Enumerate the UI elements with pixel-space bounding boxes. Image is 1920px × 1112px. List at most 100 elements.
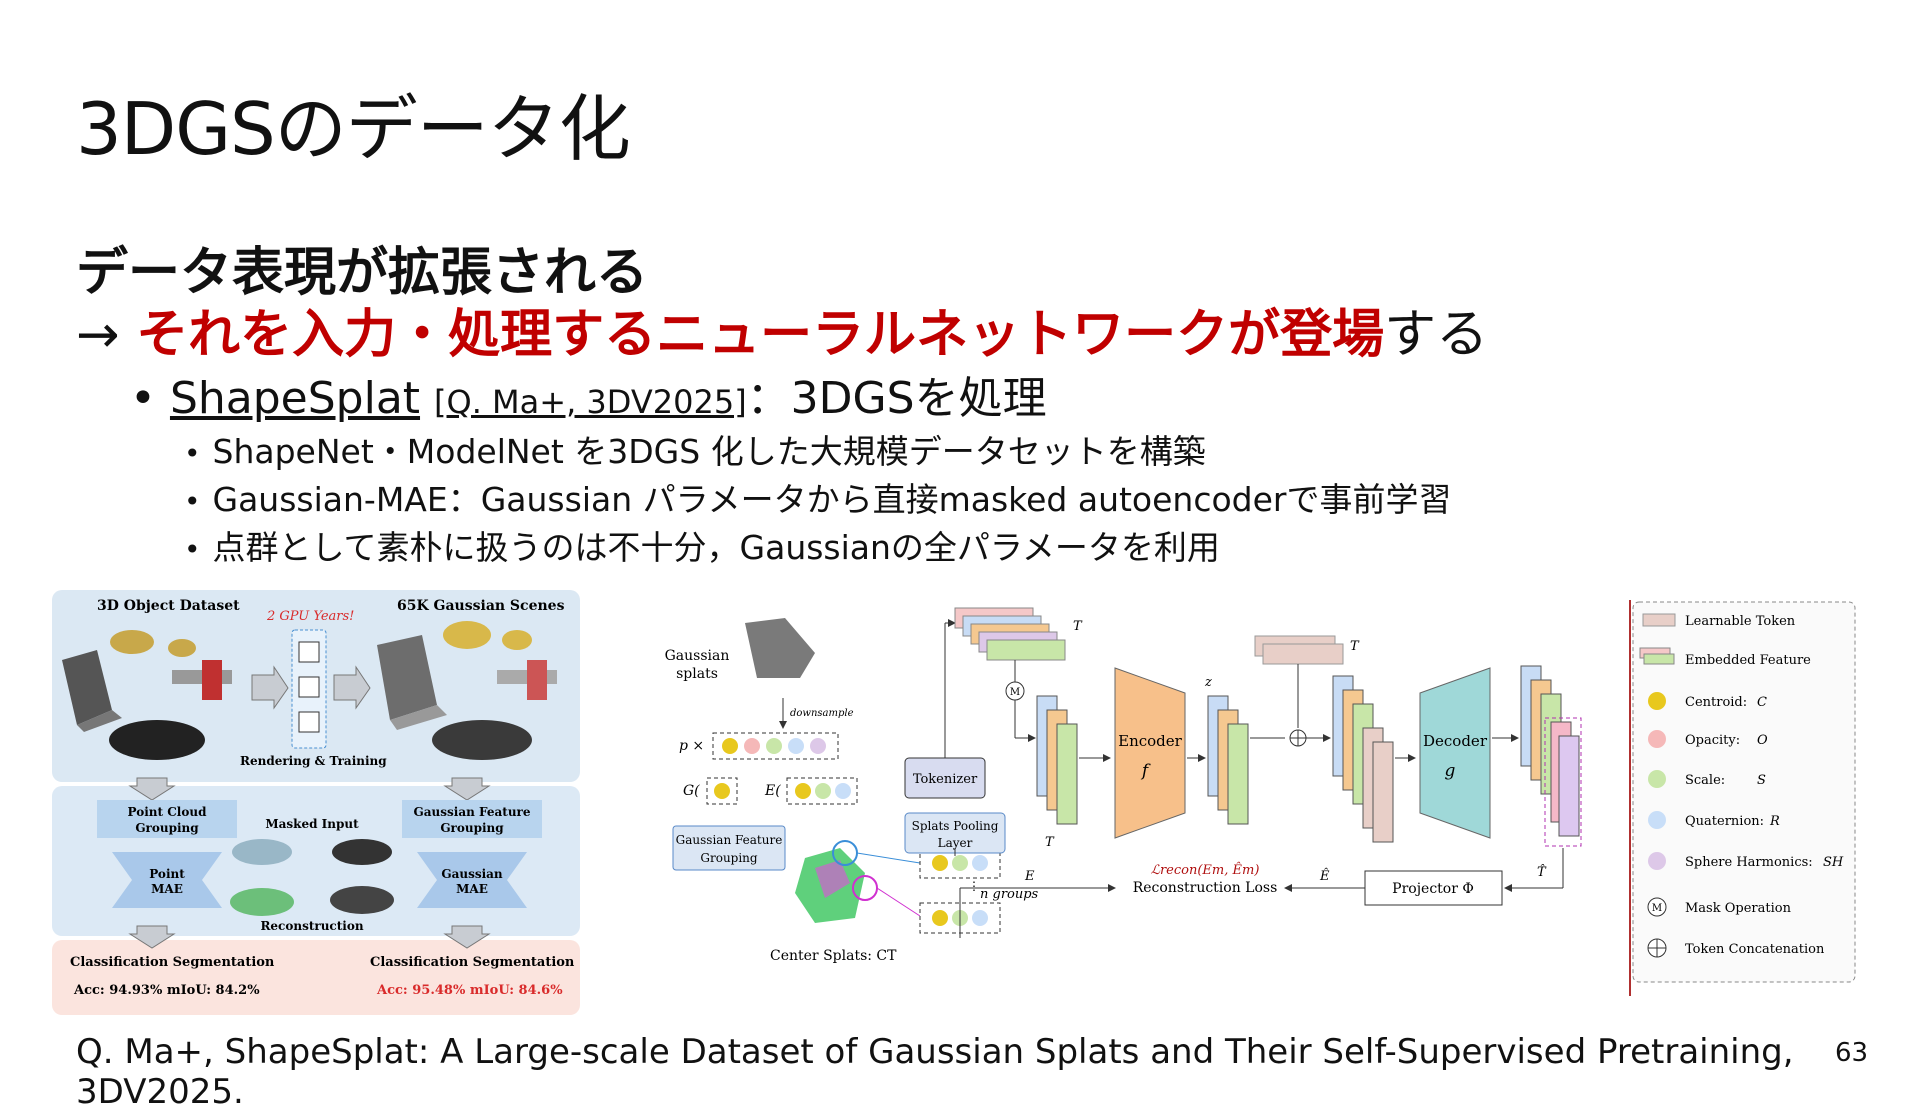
sub-bullet-text: 点群として素朴に扱うのは不十分，Gaussianの全パラメータを利用 <box>212 528 1220 567</box>
reconstruction-label: Reconstruction <box>260 919 363 933</box>
coin-object <box>110 630 154 654</box>
quaternion-swatch <box>1648 811 1666 829</box>
gpu-years-label: 2 GPU Years! <box>266 609 354 624</box>
centroid-dot <box>722 738 738 754</box>
bullet-rest: ：3DGSを処理 <box>746 373 1047 424</box>
sub-bullet-marker: • <box>184 533 201 566</box>
sub-bullet: •Gaussian-MAE：Gaussian パラメータから直接masked a… <box>184 473 1452 521</box>
mask-operation-icon <box>1647 897 1667 917</box>
grouping-label: Point Cloud <box>128 805 208 819</box>
opacity-swatch <box>1648 730 1666 748</box>
shapesplat-pipeline-figure: 3D Object Dataset 2 GPU Years! 65K Gauss… <box>52 590 580 1015</box>
ellipsis: ⋮ <box>968 879 980 893</box>
scale-dot <box>815 783 831 799</box>
rendering-label: Rendering & Training <box>240 754 387 768</box>
legend-symbol: O <box>1757 733 1768 748</box>
arrow-down-icon <box>128 777 176 801</box>
sh-swatch <box>1648 852 1666 870</box>
grouping-label: Gaussian Feature <box>414 805 531 819</box>
g-phi-label: g <box>1445 761 1456 781</box>
shapesplat-link[interactable]: ShapeSplat <box>169 373 421 424</box>
center-splats-shape <box>815 860 850 898</box>
grouping-label: Gaussian Feature <box>676 833 783 847</box>
decoder-block <box>1419 667 1491 839</box>
bullet-shapesplat: • ShapeSplat [Q. Ma+, 3DV2025]：3DGSを処理 <box>130 362 1047 426</box>
encoder-label: Encoder <box>1118 732 1183 750</box>
gun-object <box>172 660 232 700</box>
mae-label: Point <box>149 867 185 881</box>
dataset-label: 3D Object Dataset <box>97 598 240 614</box>
gaussian-feature-grouping-box <box>672 825 786 871</box>
g-label: G( <box>683 783 700 799</box>
bullet-marker: • <box>130 373 156 424</box>
scenes-label: 65K Gaussian Scenes <box>397 598 565 614</box>
pooling-label: Splats Pooling <box>912 819 999 833</box>
gpu-icon <box>298 641 320 663</box>
arrow-down-icon <box>443 777 491 801</box>
arrow-text: → <box>76 305 137 365</box>
legend-symbol: SH <box>1823 855 1844 870</box>
grouping-label: Grouping <box>700 851 758 865</box>
center-splats-label: Center Splats: CT <box>770 948 897 964</box>
connector <box>856 852 921 864</box>
headline-data-expansion: データ表現が拡張される <box>76 243 649 303</box>
arrow-down-icon <box>443 925 491 949</box>
recon-formula: ℒrecon(Em, Êm) <box>1151 862 1260 878</box>
sh-dot <box>810 738 826 754</box>
legend-label: Embedded Feature <box>1685 653 1811 668</box>
latent-token <box>1227 723 1249 825</box>
centroid-dot <box>932 910 948 926</box>
mask-glyph: M <box>1652 903 1662 914</box>
tl-label: T <box>1350 639 1360 654</box>
gpu-icon <box>298 711 320 733</box>
legend-label: Learnable Token <box>1685 614 1796 629</box>
legend-label: Opacity: <box>1685 733 1740 748</box>
scale-swatch <box>1648 770 1666 788</box>
encoder-block <box>1114 667 1186 839</box>
embedded-feature-swatch <box>1643 653 1675 665</box>
citation-link[interactable]: [Q. Ma+, 3DV2025] <box>434 383 747 421</box>
learnable-token-bar <box>1262 643 1344 665</box>
quaternion-dot <box>788 738 804 754</box>
legend-label: Centroid: <box>1685 695 1747 710</box>
tv-label: T <box>1045 835 1055 850</box>
baseline-metrics: Acc: 94.93% mIoU: 84.2% <box>73 983 260 998</box>
legend-label: Scale: <box>1685 773 1725 788</box>
recon-loss-label: Reconstruction Loss <box>1133 880 1278 896</box>
car-object <box>109 720 205 760</box>
legend-symbol: C <box>1757 695 1767 710</box>
projector-label: Projector Φ <box>1392 881 1474 897</box>
output-token <box>1558 735 1580 837</box>
tokenizer-label: Tokenizer <box>913 772 978 787</box>
sub-bullet-marker: • <box>184 485 201 518</box>
task-label: Classification Segmentation <box>70 955 275 970</box>
em-hat-label: Ê <box>1319 868 1330 884</box>
masked-gaussian <box>332 839 392 865</box>
quaternion-dot <box>972 855 988 871</box>
gaussian-laptop-object <box>377 635 447 730</box>
quaternion-dot <box>972 910 988 926</box>
legend-label: Sphere Harmonics: <box>1685 855 1813 870</box>
scale-dot <box>952 855 968 871</box>
legend-label: Token Concatenation <box>1685 942 1825 957</box>
masked-input-label: Masked Input <box>265 817 359 831</box>
visible-token <box>1056 723 1078 825</box>
arrow-icon <box>333 665 371 710</box>
decoder-label: Decoder <box>1423 732 1488 750</box>
reconstructed-pointcloud <box>230 888 294 916</box>
mae-label: MAE <box>151 882 183 896</box>
splats-label: splats <box>676 666 718 682</box>
masked-output-box <box>1544 717 1582 847</box>
concat-token <box>1372 741 1394 843</box>
sub-bullet-text: ShapeNet・ModelNet を3DGS 化した大規模データセットを構築 <box>212 432 1206 471</box>
gaussian-gun-object <box>497 660 557 700</box>
gpu-icon <box>298 676 320 698</box>
opacity-dot <box>744 738 760 754</box>
learnable-token-swatch <box>1642 613 1676 627</box>
grouping-label: Grouping <box>440 821 504 835</box>
quaternion-dot <box>835 783 851 799</box>
splats-object <box>745 618 815 678</box>
t-label: T <box>1073 619 1083 634</box>
centroid-dot <box>795 783 811 799</box>
connector <box>876 887 921 917</box>
